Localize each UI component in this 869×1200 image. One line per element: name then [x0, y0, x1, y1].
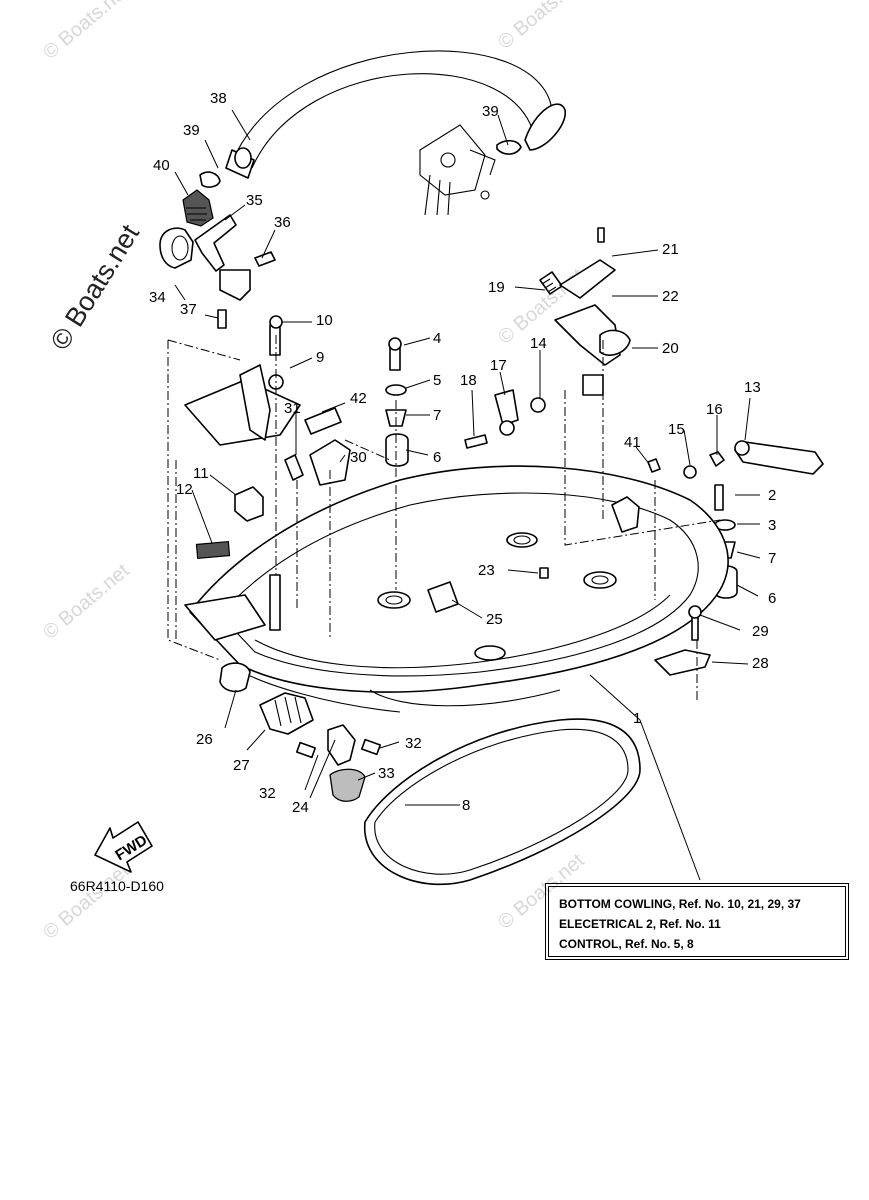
watermark-mid-left: © Boats.net: [39, 559, 134, 643]
callout-23: 23: [478, 562, 495, 579]
callout-32-left: 32: [259, 785, 276, 802]
reference-line-bottom-cowling: BOTTOM COWLING, Ref. No. 10, 21, 29, 37: [559, 897, 801, 911]
callout-11: 11: [193, 465, 209, 482]
callout-20: 20: [662, 340, 679, 357]
callout-19: 19: [488, 279, 505, 296]
callout-3: 3: [768, 517, 776, 534]
callout-26: 26: [196, 731, 213, 748]
watermark-main: © Boats.net: [45, 219, 146, 355]
reference-line-electrical: ELECETRICAL 2, Ref. No. 11: [559, 917, 721, 931]
small-parts: [195, 389, 661, 560]
callout-35: 35: [246, 192, 263, 209]
callout-39-right: 39: [482, 103, 499, 120]
callout-16: 16: [706, 401, 723, 418]
callout-21: 21: [662, 241, 679, 258]
callout-31: 31: [284, 400, 301, 417]
callout-30: 30: [350, 449, 367, 466]
callout-27: 27: [233, 757, 250, 774]
callout-13: 13: [744, 379, 761, 396]
upper-left-parts: [159, 171, 276, 329]
callout-33: 33: [378, 765, 395, 782]
diagram-part-code: 66R4110-D160: [70, 878, 164, 894]
fwd-arrow-icon: FWD: [94, 821, 153, 873]
callout-4: 4: [433, 330, 441, 347]
callout-39-left: 39: [183, 122, 200, 139]
shift-linkage-parts: [683, 440, 824, 479]
callout-25: 25: [486, 611, 503, 628]
throttle-bracket-sketch: [419, 124, 522, 216]
callout-22: 22: [662, 288, 679, 305]
callout-9: 9: [316, 349, 324, 366]
callout-14: 14: [530, 335, 547, 352]
callout-17: 17: [490, 357, 507, 374]
callout-24: 24: [292, 799, 309, 816]
callout-41: 41: [624, 434, 641, 451]
callout-numbers: 1 2 3 4 5 6 6 7 7 8 9 10 11 12 13 14 15 …: [149, 90, 776, 816]
callout-36: 36: [274, 214, 291, 231]
callout-42: 42: [350, 390, 367, 407]
callout-2: 2: [768, 487, 776, 504]
seal-8: [364, 718, 641, 886]
callout-38: 38: [210, 90, 227, 107]
watermark-bottom-left: © Boats.net: [39, 859, 134, 943]
callout-18: 18: [460, 372, 477, 389]
callout-32-right: 32: [405, 735, 422, 752]
hose-38: [225, 50, 566, 179]
throttle-cam-parts: [539, 227, 631, 396]
callout-6-right: 6: [768, 590, 776, 607]
callout-5: 5: [433, 372, 441, 389]
callout-40: 40: [153, 157, 170, 174]
callout-1: 1: [633, 710, 641, 727]
callout-7-upper: 7: [433, 407, 441, 424]
grommet-column: [385, 337, 738, 599]
callout-37: 37: [180, 301, 197, 318]
callout-10: 10: [316, 312, 333, 329]
callout-28: 28: [752, 655, 769, 672]
guide-lines: [167, 335, 721, 700]
bracket-9: [184, 315, 301, 446]
lower-parts: [219, 605, 711, 802]
reference-line-control: CONTROL, Ref. No. 5, 8: [559, 937, 694, 951]
callout-6-upper: 6: [433, 449, 441, 466]
callout-34: 34: [149, 289, 166, 306]
callout-7-right: 7: [768, 550, 776, 567]
reference-box: BOTTOM COWLING, Ref. No. 10, 21, 29, 37 …: [545, 883, 849, 960]
callout-29: 29: [752, 623, 769, 640]
callout-12: 12: [176, 481, 193, 498]
leader-lines: [174, 109, 761, 881]
watermark-top-center: © Boats.net: [494, 0, 589, 54]
watermark-top-left: © Boats.net: [39, 0, 134, 64]
callout-15: 15: [668, 421, 685, 438]
callout-8: 8: [462, 797, 470, 814]
bottom-cowling-tray: [184, 465, 729, 713]
